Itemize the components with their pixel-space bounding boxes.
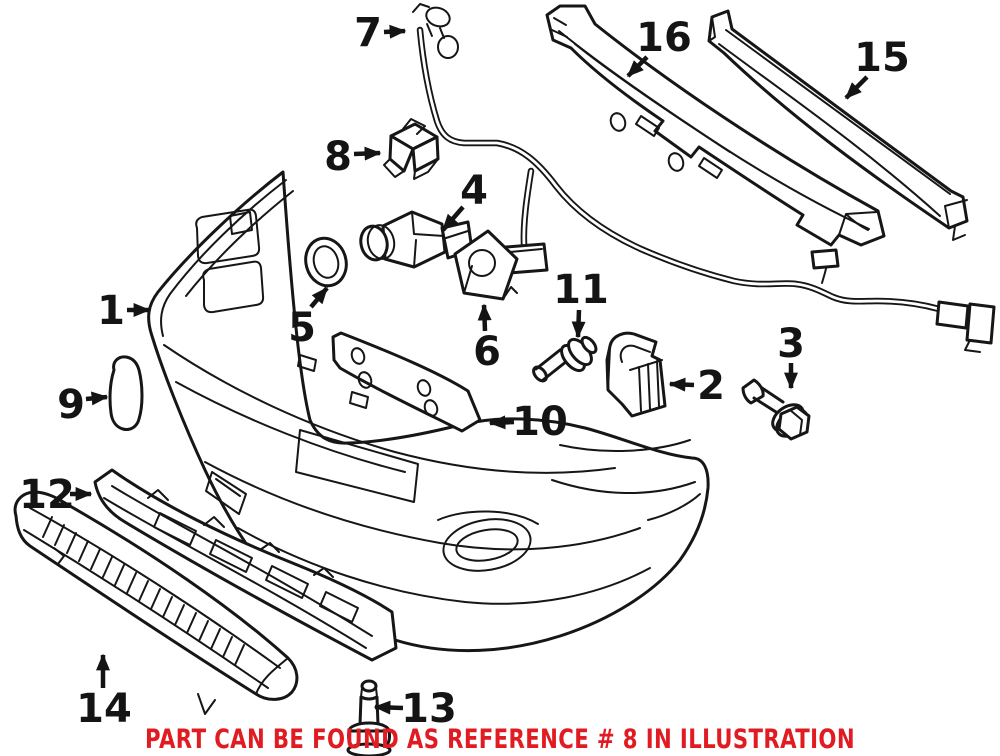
ref-number: 4 [460,168,488,214]
push-pin-drawing [346,679,392,756]
leader-arrow [626,55,649,78]
ref-number: 3 [777,321,805,367]
leader-arrow [488,415,515,430]
part-callout-14: 14 [76,653,132,732]
leader-arrow [383,24,407,39]
part-callout-15: 15 [844,35,910,100]
stud-bolt-drawing [532,335,598,383]
leader-arrow [85,391,109,406]
leader-arrow [668,377,695,392]
part-callout-1: 1 [97,288,151,334]
ref-number: 15 [854,35,910,81]
leader-arrow [844,75,869,100]
caption-text: PART CAN BE FOUND AS REFERENCE # 8 IN IL… [145,724,855,755]
license-plate-bracket-drawing [331,331,482,433]
ref-number: 13 [401,686,457,732]
part-callout-11: 11 [553,267,609,339]
part-callout-12: 12 [19,472,93,518]
ref-number: 8 [324,134,352,180]
leader-arrow [571,309,586,339]
screw-drawing [741,378,811,441]
part-callout-4: 4 [441,168,488,232]
ref-number: 10 [512,399,568,445]
part-callout-13: 13 [373,686,457,732]
part-callout-8: 8 [324,134,382,180]
upper-grille-drawing [93,468,398,662]
part-callout-16: 16 [626,15,692,78]
leader-arrow [373,700,404,715]
part-callout-7: 7 [354,10,407,56]
sensor-bracket-drawing [605,331,667,418]
lower-grille-drawing [13,490,299,715]
wiring-harness-drawing [412,3,996,353]
impact-bar-drawing [707,9,969,241]
ref-number: 16 [636,15,692,61]
ref-number: 6 [473,329,501,375]
part-callout-3: 3 [777,321,805,390]
ref-number: 12 [19,472,75,518]
leader-arrow [441,205,465,232]
part-callout-9: 9 [57,382,109,428]
ref-number: 14 [76,686,132,732]
part-callout-5: 5 [288,286,329,351]
leader-arrow [309,286,329,309]
ref-number: 11 [553,267,609,313]
ref-number: 5 [288,305,316,351]
part-callout-10: 10 [488,399,568,445]
part-callout-2: 2 [668,363,725,409]
retainer-block-drawing [383,118,440,180]
ref-number: 1 [97,288,125,334]
ref-number: 9 [57,382,85,428]
seal-ring-drawing [304,236,348,288]
leader-arrow [477,303,492,332]
ref-number: 7 [354,10,382,56]
trim-strip-drawing [108,355,144,431]
leader-arrow [353,146,382,161]
part-callout-6: 6 [473,303,501,375]
ref-number: 2 [697,363,725,409]
park-sensor-drawing [359,210,474,269]
sensor-mount-plate-drawing [453,229,519,301]
bumper-cover-drawing [147,170,710,653]
